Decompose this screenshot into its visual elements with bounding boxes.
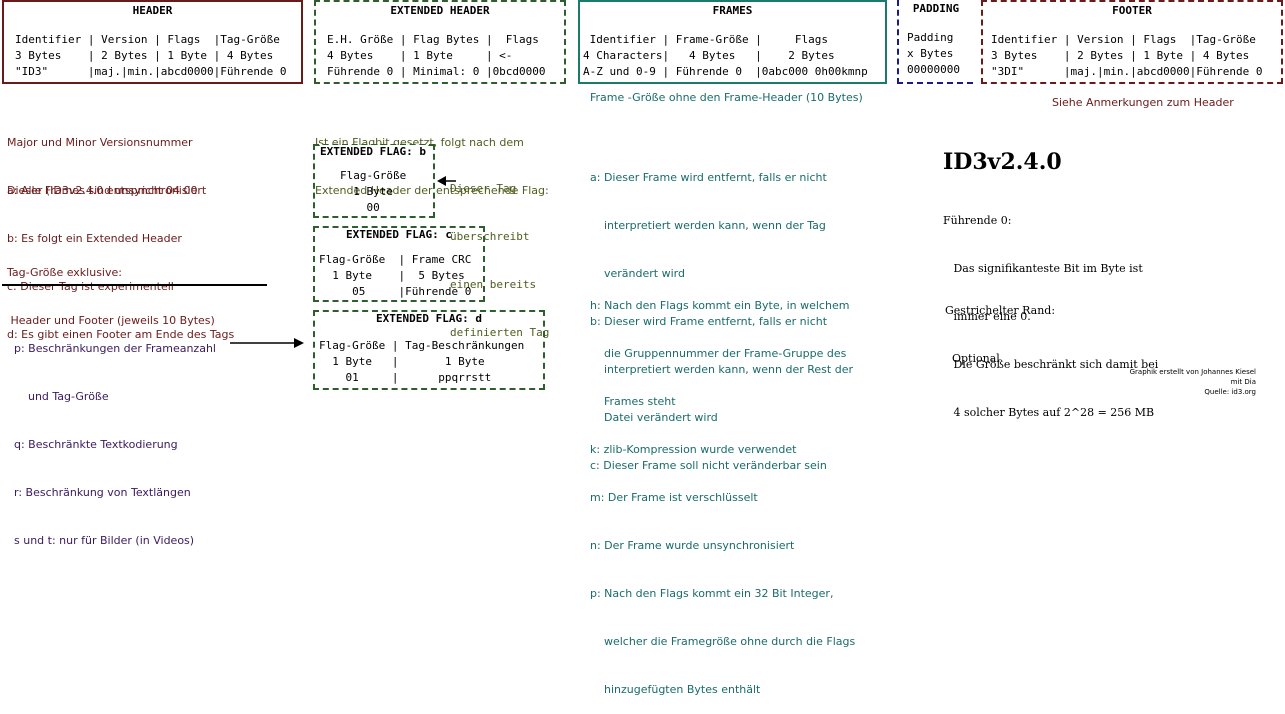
- leading-zero-line-2: Das signifikanteste Bit im Byte ist: [943, 262, 1143, 275]
- leading-zero-line-1: Führende 0:: [943, 214, 1012, 227]
- extended-flag-d-box: EXTENDED FLAG: d Flag-Größe | Tag-Beschr…: [313, 310, 545, 390]
- flag-c-line-3: 05 |Führende 0: [319, 285, 472, 298]
- credits-line-3: Quelle: id3.org: [1204, 388, 1256, 396]
- frame-flag-b: b: Dieser wird Frame entfernt, falls er …: [590, 315, 828, 328]
- padding-box: PADDING Padding x Bytes 00000000: [897, 0, 973, 84]
- header-flag-c: c: Dieser Tag ist experimentell: [7, 280, 174, 293]
- leading-zero-line-3: immer eine 0.: [943, 310, 1031, 323]
- flag-b-note-line-2: überschreibt: [450, 230, 530, 243]
- flag-d-line-3: 01 | ppqrrstt: [319, 371, 492, 384]
- dashed-note-line-1: Gestrichelter Rand:: [945, 304, 1056, 317]
- header-line-2: 3 Bytes | 2 Bytes | 1 Byte | 4 Bytes: [15, 49, 274, 62]
- frame-flag-m: m: Der Frame ist verschlüsselt: [590, 491, 758, 504]
- frame-flag-k: k: zlib-Kompression wurde verwendet: [590, 443, 797, 456]
- frames-line-1: Identifier | Frame-Größe | Flags: [583, 33, 829, 46]
- flag-c-line-2: 1 Byte | 5 Bytes: [319, 269, 465, 282]
- size-note-line-2: Header und Footer (jeweils 10 Bytes): [7, 314, 215, 327]
- extended-flag-c-box: EXTENDED FLAG: c Flag-Größe | Frame CRC …: [313, 226, 485, 302]
- frame-flag-p-cont-1: welcher die Framegröße ohne durch die Fl…: [590, 635, 856, 648]
- header-flag-b: b: Es folgt ein Extended Header: [7, 232, 182, 245]
- credits: Graphik erstellt von Johannes Kiesel mit…: [1080, 367, 1256, 397]
- frame-format-flags: h: Nach den Flags kommt ein Byte, in wel…: [590, 266, 855, 714]
- extended-header-line-2: 4 Bytes | 1 Byte | <-: [327, 49, 513, 62]
- extended-flag-d-title: EXTENDED FLAG: d: [376, 312, 482, 325]
- extended-header-line-1: E.H. Größe | Flag Bytes | Flags: [327, 33, 539, 46]
- padding-line-3: 00000000: [907, 63, 960, 76]
- footer-box: FOOTER Identifier | Version | Flags |Tag…: [981, 0, 1283, 84]
- extended-flag-b-box: EXTENDED FLAG: b Flag-Größe 1 Byte 00: [313, 144, 435, 218]
- flag-c-line-1: Flag-Größe | Frame CRC: [319, 253, 472, 266]
- frame-flag-n: n: Der Frame wurde unsynchronisiert: [590, 539, 795, 552]
- leading-zero-line-4: Die Größe beschränkt sich damit bei: [943, 358, 1159, 371]
- size-note-line-1: Tag-Größe exklusive:: [7, 266, 122, 279]
- footer-title: FOOTER: [1112, 4, 1152, 17]
- restriction-r: r: Beschränkung von Textlängen: [14, 486, 191, 499]
- frame-flag-b-cont-1: interpretiert werden kann, wenn der Rest…: [590, 363, 853, 376]
- header-title: HEADER: [132, 4, 173, 17]
- extended-header-box: EXTENDED HEADER E.H. Größe | Flag Bytes …: [314, 0, 566, 84]
- header-line-3: "ID3" |maj.|min.|abcd0000|Führende 0: [15, 65, 287, 78]
- version-note-line-2: Dieser (ID3v2.4.0 entspricht 04 00: [7, 184, 198, 197]
- frame-flag-p: p: Nach den Flags kommt ein 32 Bit Integ…: [590, 587, 834, 600]
- extended-header-title: EXTENDED HEADER: [390, 4, 490, 17]
- extended-intro-line-2: Extended Header der entsprechende Flag:: [315, 184, 549, 197]
- footer-line-3: "3DI" |maj.|min.|abcd0000|Führende 0: [991, 65, 1263, 78]
- frame-size-note: Frame -Größe ohne den Frame-Header (10 B…: [590, 91, 863, 104]
- frame-flag-h-cont-1: die Gruppennummer der Frame-Gruppe des: [590, 347, 847, 360]
- restrictions-note: p: Beschränkungen der Frameanzahl und Ta…: [14, 309, 216, 565]
- extended-intro: Ist ein Flagbit gesetzt, folgt nach dem …: [315, 103, 549, 215]
- frame-flag-a-cont-1: interpretiert werden kann, wenn der Tag: [590, 219, 826, 232]
- frames-line-3: A-Z und 0-9 | Führende 0 |0abc000 0h00km…: [583, 65, 868, 78]
- leading-zero-line-5: 4 solcher Bytes auf 2^28 = 256 MB: [943, 406, 1155, 419]
- flag-d-line-2: 1 Byte | 1 Byte: [319, 355, 485, 368]
- frames-line-2: 4 Characters| 4 Bytes | 2 Bytes: [583, 49, 835, 62]
- flag-b-line-2: 1 Byte: [340, 185, 393, 198]
- frame-flag-h-cont-2: Frames steht: [590, 395, 676, 408]
- dashed-note-line-2: Optional: [945, 352, 1000, 365]
- version-note-line-1: Major und Minor Versionsnummer: [7, 136, 193, 149]
- flag-b-line-3: 00: [340, 201, 380, 214]
- version-title: ID3v2.4.0: [943, 149, 1062, 175]
- footer-line-2: 3 Bytes | 2 Bytes | 1 Byte | 4 Bytes: [991, 49, 1250, 62]
- flag-d-line-1: Flag-Größe | Tag-Beschränkungen: [319, 339, 525, 352]
- credits-line-1: Graphik erstellt von Johannes Kiesel: [1129, 368, 1256, 376]
- extended-flag-b-title: EXTENDED FLAG: b: [320, 145, 428, 159]
- flag-b-note: Dieser Tag überschreibt einen bereits de…: [450, 149, 549, 357]
- padding-line-1: Padding: [907, 31, 954, 44]
- footer-note: Siehe Anmerkungen zum Header: [1052, 96, 1234, 109]
- flag-b-note-line-1: Dieser Tag: [450, 182, 517, 195]
- frames-title: FRAMES: [712, 4, 753, 17]
- frame-flag-h: h: Nach den Flags kommt ein Byte, in wel…: [590, 299, 850, 312]
- header-box: HEADER Identifier | Version | Flags |Tag…: [2, 0, 303, 84]
- leading-zero-note: Führende 0: Das signifikanteste Bit im B…: [943, 181, 1158, 437]
- separator-line: [2, 284, 267, 286]
- frame-flag-a-cont-2: verändert wird: [590, 267, 685, 280]
- flag-b-note-line-3: einen bereits: [450, 278, 537, 291]
- header-flag-d: d: Es gibt einen Footer am Ende des Tags: [7, 328, 235, 341]
- extended-header-line-3: Führende 0 | Minimal: 0 |0bcd0000: [327, 65, 546, 78]
- frames-box: FRAMES Identifier | Frame-Größe | Flags …: [578, 0, 887, 84]
- restriction-q: q: Beschränkte Textkodierung: [14, 438, 178, 451]
- header-flag-a: a: Alle Frames sind unsynchronisiert: [7, 184, 207, 197]
- padding-line-2: x Bytes: [907, 47, 954, 60]
- header-size-note: Tag-Größe exklusive: Header und Footer (…: [7, 233, 215, 345]
- restrictions-arrow: [230, 338, 304, 348]
- padding-title: PADDING: [912, 2, 960, 15]
- flag-b-arrow: [437, 176, 456, 186]
- restriction-p-cont: und Tag-Größe: [14, 390, 109, 403]
- dashed-border-note: Gestrichelter Rand: Optional: [945, 271, 1055, 383]
- credits-line-2: mit Dia: [1230, 378, 1256, 386]
- restriction-p: p: Beschränkungen der Frameanzahl: [14, 342, 216, 355]
- header-flags-note: a: Alle Frames sind unsynchronisiert b: …: [7, 151, 234, 359]
- frame-flag-a: a: Dieser Frame wird entfernt, falls er …: [590, 171, 827, 184]
- footer-line-1: Identifier | Version | Flags |Tag-Größe: [991, 33, 1256, 46]
- restriction-st: s und t: nur für Bilder (in Videos): [14, 534, 195, 547]
- flag-b-line-1: Flag-Größe: [340, 169, 407, 182]
- header-version-note: Major und Minor Versionsnummer Dieser (I…: [7, 103, 197, 215]
- header-line-1: Identifier | Version | Flags |Tag-Größe: [15, 33, 280, 46]
- extended-flag-c-title: EXTENDED FLAG: c: [346, 228, 452, 241]
- frame-flag-p-cont-2: hinzugefügten Bytes enthält: [590, 683, 761, 696]
